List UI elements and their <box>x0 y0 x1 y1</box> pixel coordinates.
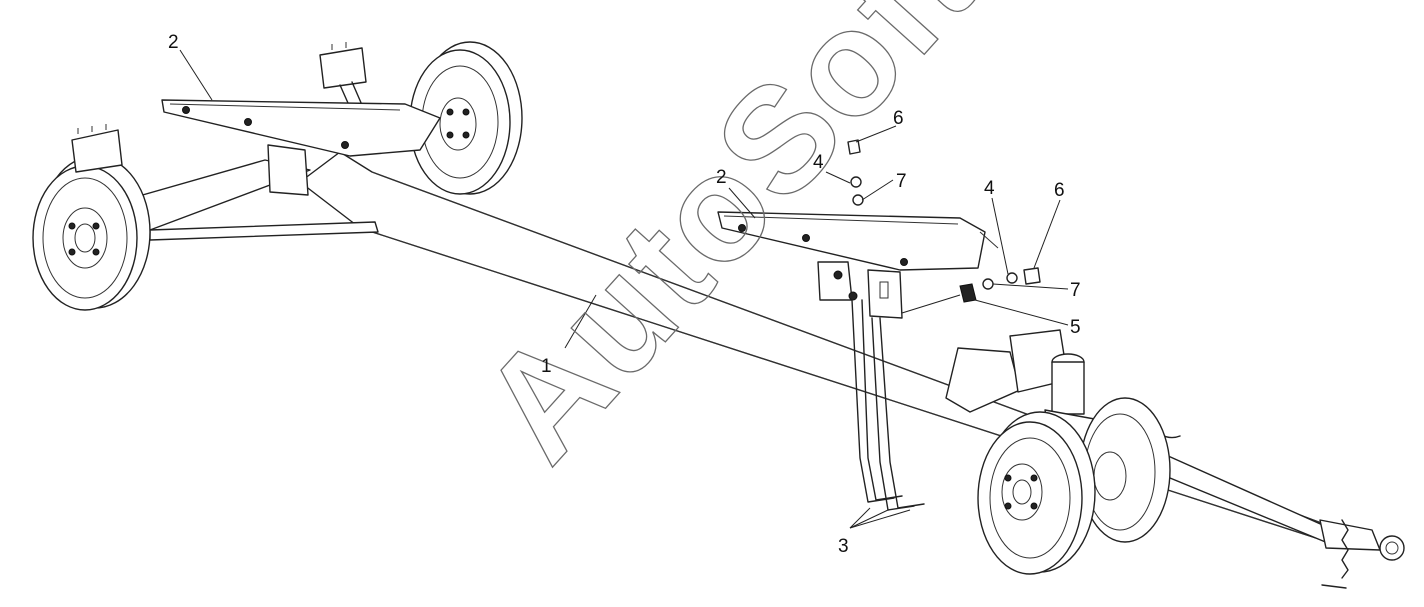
callout-4-upper: 4 <box>813 152 824 173</box>
wheel-front-near <box>977 411 1096 575</box>
callout-7-upper: 7 <box>896 171 907 192</box>
callout-3: 3 <box>838 536 849 557</box>
callout-4-lower: 4 <box>984 178 995 199</box>
callout-7-lower: 7 <box>1070 280 1081 301</box>
wheel-rear-left <box>32 155 151 311</box>
callout-6-upper: 6 <box>893 108 904 129</box>
callout-5: 5 <box>1070 317 1081 338</box>
u-bolts <box>851 299 925 511</box>
leader-lines <box>179 49 1069 529</box>
callouts: 2 6 4 7 2 4 6 7 5 1 3 <box>168 32 1081 557</box>
callout-1: 1 <box>541 356 552 377</box>
rear-support-brackets <box>71 42 373 196</box>
callout-2-rear: 2 <box>168 32 179 53</box>
wheel-rear-right <box>409 41 523 195</box>
cross-beam-rear <box>161 99 441 157</box>
callout-2-front: 2 <box>716 167 727 188</box>
callout-6-lower: 6 <box>1054 180 1065 201</box>
